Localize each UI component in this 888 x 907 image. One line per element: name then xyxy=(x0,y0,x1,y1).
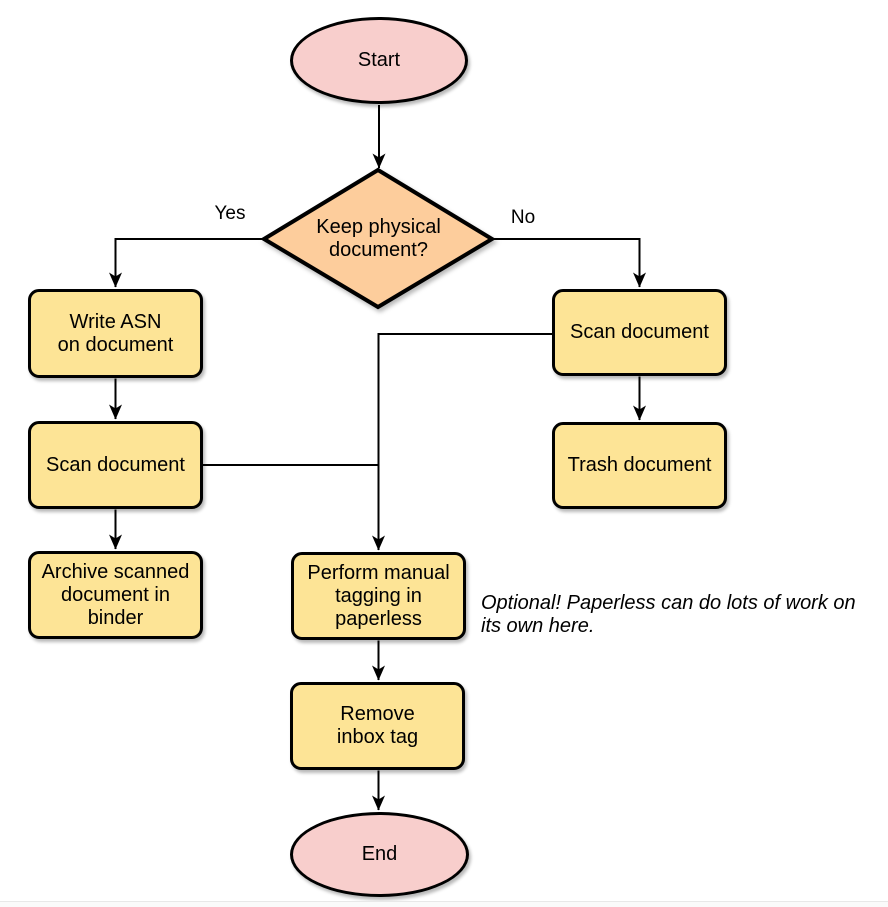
node-end: End xyxy=(290,812,469,897)
node-scan-right: Scan document xyxy=(552,289,727,376)
node-write-asn-label: Write ASN on document xyxy=(57,310,174,356)
node-tagging-label: Perform manual tagging in paperless xyxy=(307,561,450,630)
edge-scan-right-to-tagging xyxy=(372,333,552,551)
node-remove-inbox-label: Remove inbox tag xyxy=(336,703,419,748)
node-trash: Trash document xyxy=(552,422,727,509)
node-scan-left-label: Scan document xyxy=(46,453,185,476)
annotation-optional-note: Optional! Paperless can do lots of work … xyxy=(481,592,856,637)
node-start-label: Start xyxy=(357,49,401,71)
edge-label-no: No xyxy=(510,207,536,228)
node-archive-label: Archive scanned document in binder xyxy=(41,560,190,629)
decision-diamond xyxy=(260,167,496,310)
edge-label-yes: Yes xyxy=(214,203,246,224)
node-decision-label: Keep physical document? xyxy=(316,216,441,261)
node-trash-label: Trash document xyxy=(567,454,712,476)
node-start: Start xyxy=(290,17,468,104)
node-scan-right-label: Scan document xyxy=(570,321,709,343)
node-tagging: Perform manual tagging in paperless xyxy=(291,552,466,640)
node-remove-inbox: Remove inbox tag xyxy=(290,682,465,770)
node-archive: Archive scanned document in binder xyxy=(28,551,203,639)
node-write-asn: Write ASN on document xyxy=(28,289,203,378)
edge-decision-to-write-asn xyxy=(109,238,264,288)
node-end-label: End xyxy=(361,843,398,865)
node-scan-left: Scan document xyxy=(28,421,203,509)
edge-decision-to-scan-right xyxy=(492,238,646,288)
page-bottom-divider xyxy=(0,901,888,907)
